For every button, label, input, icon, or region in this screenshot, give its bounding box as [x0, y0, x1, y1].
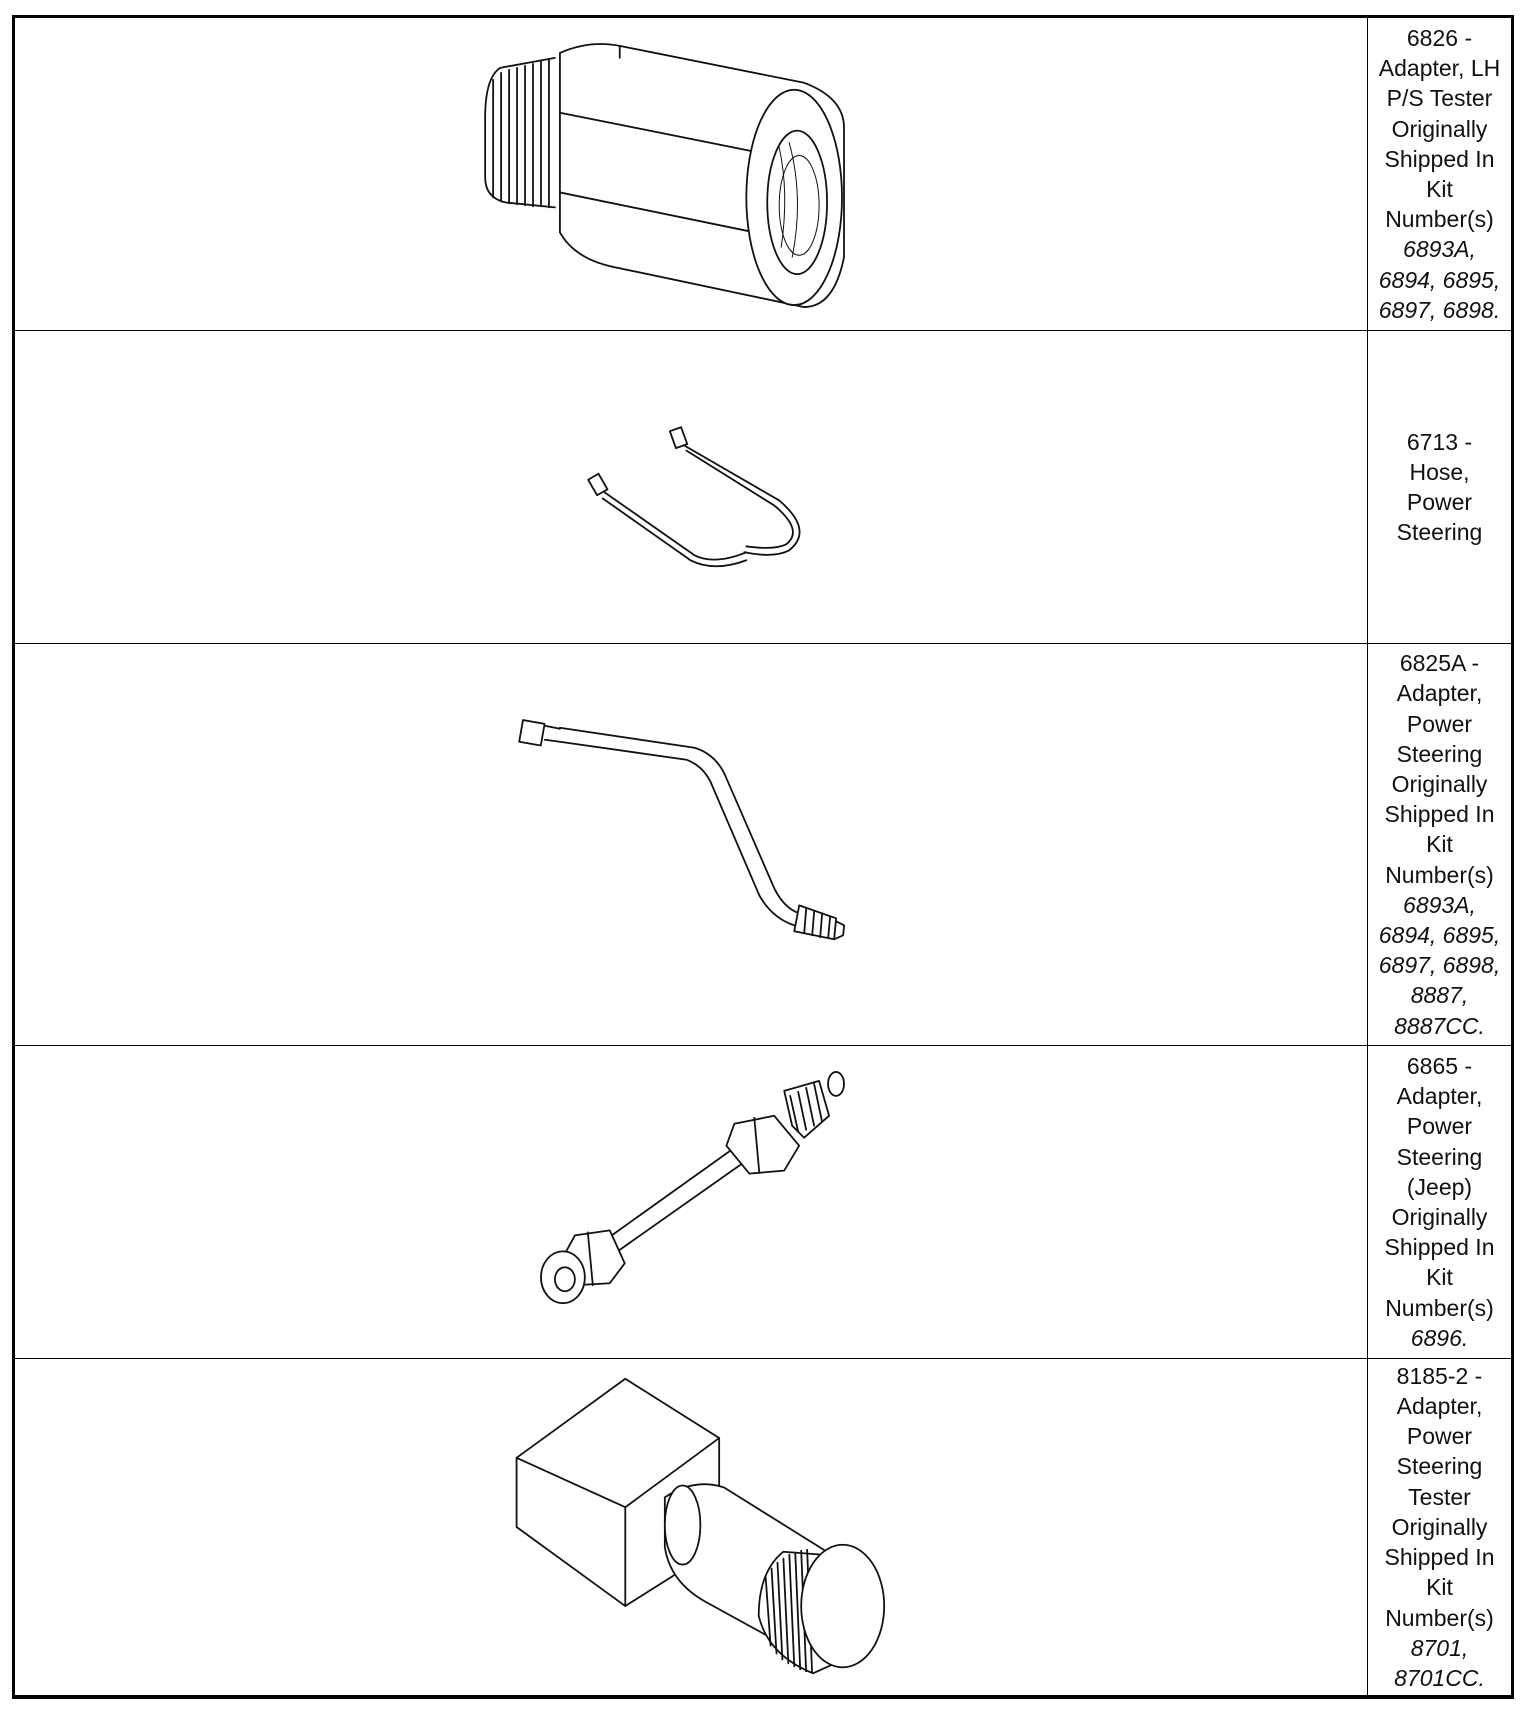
kit-number: 8887CC. [1394, 1012, 1485, 1039]
kit-number: 6894, 6895, [1378, 266, 1501, 293]
tool-desc-line: Originally [1391, 1513, 1488, 1540]
tool-desc-line: Adapter, [1396, 1393, 1483, 1420]
tool-desc-line: Adapter, [1396, 680, 1483, 707]
tool-desc-line: (Jeep) [1406, 1173, 1473, 1200]
tool-desc-line: Steering [1396, 519, 1483, 546]
tool-desc-line: Number(s) [1385, 861, 1494, 888]
tool-illustration-6825A [15, 644, 1368, 1046]
kit-number: 6897, 6898. [1378, 296, 1501, 323]
tool-desc-line: Power [1406, 489, 1473, 515]
special-tools-table: 6826 - Adapter, LH P/S Tester Originally… [12, 15, 1514, 1699]
tool-desc-line: P/S Tester [1386, 85, 1493, 112]
tool-illustration-6713 [15, 331, 1368, 644]
tool-desc-line: Originally [1391, 770, 1488, 797]
tool-desc-line: Shipped In [1384, 1234, 1495, 1261]
tool-description-8185-2: 8185-2 - Adapter, Power Steering Tester … [1368, 1359, 1511, 1696]
kit-number: 6894, 6895, [1378, 922, 1501, 948]
tool-illustration-6826 [15, 18, 1368, 331]
tool-description-6865: 6865 - Adapter, Power Steering (Jeep) Or… [1368, 1046, 1511, 1359]
kit-number: 8701CC. [1394, 1664, 1485, 1691]
tool-desc-line: Power [1406, 1423, 1473, 1450]
tool-desc-line: Steering [1396, 1453, 1483, 1480]
straight-tube-adapter-icon [540, 1071, 845, 1305]
u-shaped-hose-icon [587, 426, 801, 568]
block-knurled-adapter-icon [515, 1377, 886, 1675]
kit-number: 8887, [1410, 982, 1469, 1009]
tool-description-6826: 6826 - Adapter, LH P/S Tester Originally… [1368, 18, 1511, 331]
tool-desc-line: Kit [1426, 1574, 1453, 1601]
tool-desc-line: Kit [1426, 176, 1453, 202]
kit-number: 6893A, [1403, 891, 1476, 918]
tool-number: 6713 - [1406, 428, 1473, 455]
bent-tube-adapter-icon [518, 719, 846, 941]
tool-illustration-8185-2 [15, 1359, 1368, 1696]
tool-desc-line: Steering [1396, 1143, 1483, 1170]
tool-desc-line: Number(s) [1385, 1604, 1494, 1631]
tool-desc-line: Adapter, [1396, 1083, 1483, 1110]
tool-desc-line: Shipped In [1384, 801, 1495, 828]
tool-desc-line: Power [1406, 1113, 1473, 1140]
tool-desc-line: Kit [1426, 1264, 1453, 1291]
kit-number: 6896. [1410, 1324, 1469, 1351]
kit-number: 6893A, [1403, 236, 1476, 263]
tool-desc-line: Adapter, LH [1378, 55, 1501, 82]
tool-desc-line: Shipped In [1384, 1544, 1495, 1571]
kit-number: 8701, [1410, 1634, 1469, 1661]
tool-desc-line: Steering [1396, 740, 1483, 767]
tool-desc-line: Kit [1426, 831, 1453, 858]
tool-description-6825A: 6825A - Adapter, Power Steering Original… [1368, 644, 1511, 1046]
tool-desc-line: Shipped In [1384, 145, 1495, 172]
tool-desc-line: Power [1406, 710, 1473, 737]
tool-desc-line: Originally [1391, 1204, 1488, 1230]
tool-number: 6865 - [1406, 1052, 1473, 1079]
tool-description-6713: 6713 - Hose, Power Steering [1368, 331, 1511, 644]
tool-number: 8185-2 - [1396, 1362, 1483, 1389]
tool-desc-line: Hose, [1409, 458, 1470, 485]
tool-desc-line: Tester [1408, 1483, 1471, 1510]
tool-number: 6825A - [1399, 650, 1480, 677]
tool-number: 6826 - [1406, 24, 1473, 51]
tool-desc-line: Number(s) [1385, 206, 1494, 233]
tool-desc-line: Number(s) [1385, 1294, 1494, 1321]
tool-desc-line: Originally [1391, 115, 1488, 142]
hex-adapter-icon [484, 43, 845, 308]
kit-number: 6897, 6898, [1378, 952, 1501, 979]
tool-illustration-6865 [15, 1046, 1368, 1359]
